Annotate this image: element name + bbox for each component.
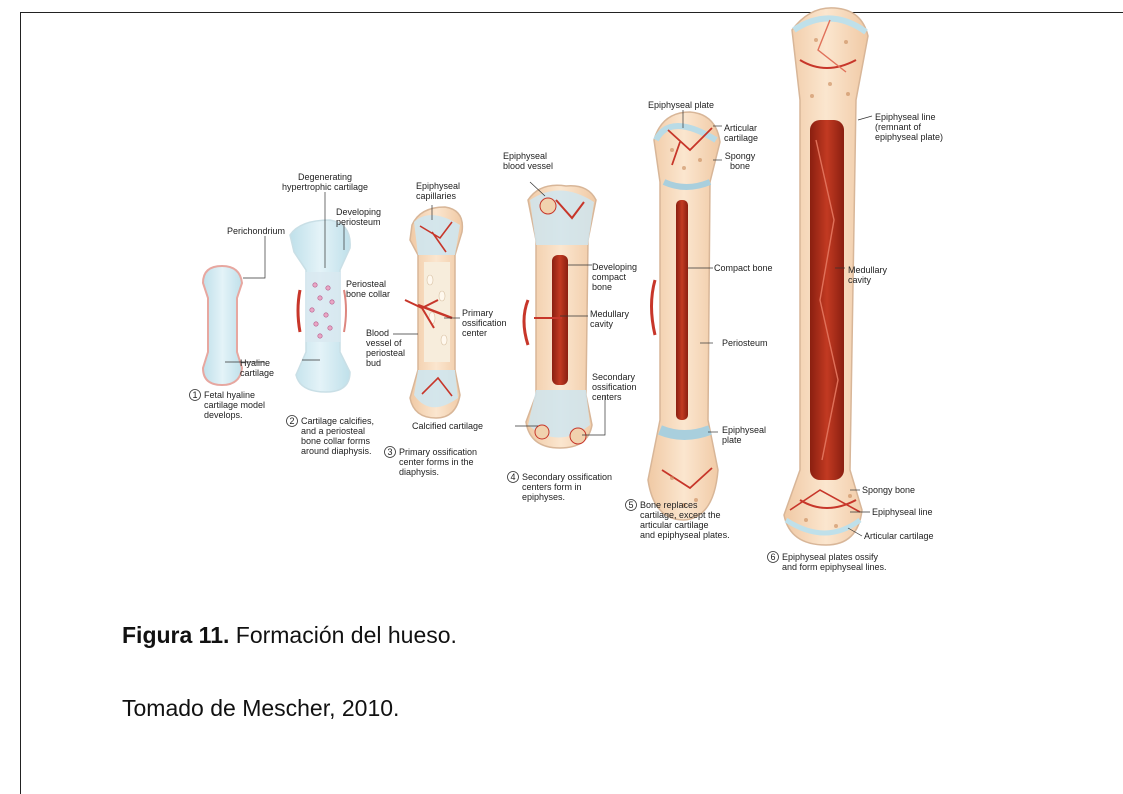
stage-3-bone (405, 207, 462, 418)
stage-4-number: 4 (510, 472, 515, 482)
figure-source: Tomado de Mescher, 2010. (122, 695, 399, 722)
figure-label: Figura 11. (122, 622, 229, 648)
stage-5-number: 5 (628, 500, 633, 510)
stage-1-number: 1 (192, 390, 197, 400)
label-epiphyseal-plate-top: Epiphyseal plate (648, 100, 714, 110)
label-compact-bone: Compact bone (714, 263, 773, 273)
label-epiphyseal-line-6: Epiphyseal line (872, 507, 933, 517)
label-articular-cartilage-6: Articular cartilage (864, 531, 934, 541)
stage-4-bone (524, 185, 596, 448)
label-periosteum: Periosteum (722, 338, 768, 348)
stage-1-bone (203, 266, 242, 385)
stage-2-number: 2 (289, 416, 294, 426)
stage-3-number: 3 (387, 447, 392, 457)
label-calcified-cartilage: Calcified cartilage (412, 421, 483, 431)
stage-5-bone (648, 112, 720, 520)
stage-2-bone (290, 220, 350, 392)
stage-6-number: 6 (770, 552, 775, 562)
figure-title: Formación del hueso. (236, 622, 457, 648)
label-perichondrium: Perichondrium (227, 226, 285, 236)
label-spongy-bone-6: Spongy bone (862, 485, 915, 495)
figure-caption: Figura 11. Formación del hueso. (122, 622, 457, 649)
